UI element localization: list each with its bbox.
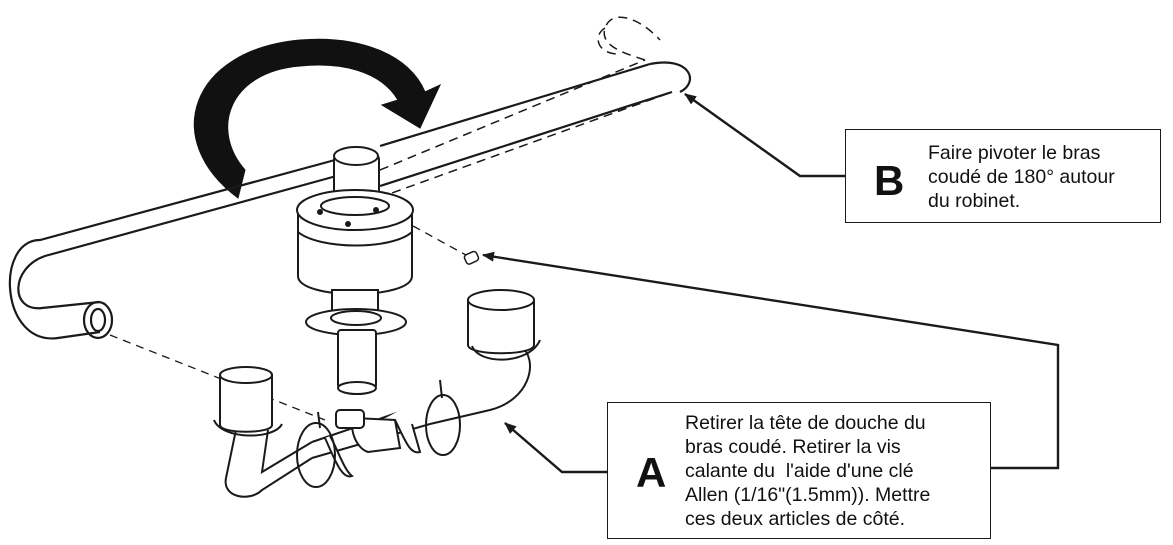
callout-b-text: Faire pivoter le bras coudé de 180° auto…	[928, 141, 1115, 213]
callout-a-line: Retirer la tête de douche du	[685, 412, 926, 434]
faucet-body	[296, 146, 414, 395]
callout-a-line: Allen (1/16"(1.5mm)). Mettre	[685, 484, 931, 506]
callout-b-letter: B	[874, 157, 905, 204]
rotated-arm-phantom	[377, 16, 673, 199]
shower-arm	[8, 61, 691, 340]
set-screw-leader	[482, 251, 1060, 470]
callout-a-letter: A	[636, 449, 667, 496]
callout-a-line: ces deux articles de côté.	[685, 508, 906, 530]
callout-b-line: Faire pivoter le bras	[928, 142, 1101, 164]
leader-arrow-icon	[684, 93, 845, 178]
callout-a-box: A Retirer la tête de douche du bras coud…	[607, 402, 991, 539]
alignment-lines	[109, 225, 467, 421]
callout-a-line: bras coudé. Retirer la vis	[685, 436, 901, 458]
pipe-leader	[504, 422, 607, 474]
set-screw	[463, 250, 480, 265]
callout-a-text: Retirer la tête de douche du bras coudé.…	[685, 411, 930, 531]
callout-b-line: coudé de 180° autour	[928, 166, 1115, 188]
callout-a-line: calante du l'aide d'une clé	[685, 460, 914, 482]
callout-b-line: du robinet.	[928, 190, 1021, 212]
rotation-arrow-icon	[193, 38, 442, 199]
callout-b-box: B Faire pivoter le bras coudé de 180° au…	[845, 129, 1161, 223]
shower-head-assembly	[213, 289, 541, 498]
